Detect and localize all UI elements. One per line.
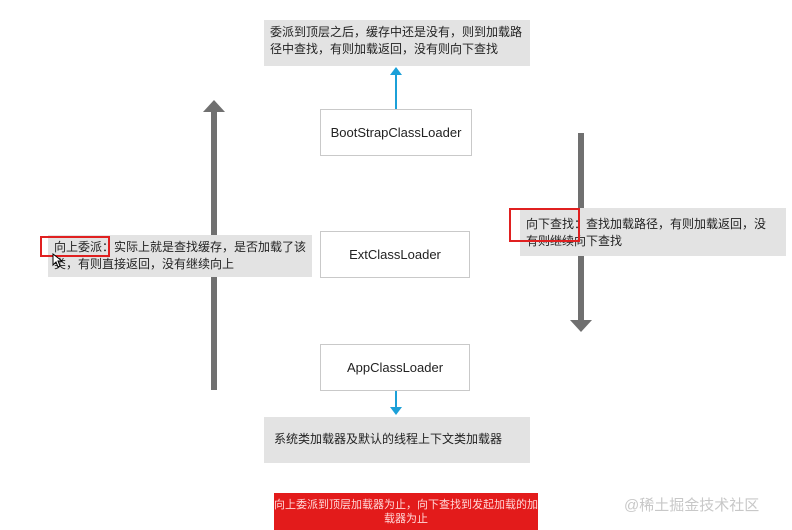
arrow-down-shaft <box>395 391 397 407</box>
bootstrap-classloader-box: BootStrapClassLoader <box>320 109 472 156</box>
summary-banner: 向上委派到顶层加载器为止，向下查找到发起加载的加载器为止 <box>274 493 538 530</box>
highlight-downward-search <box>509 208 580 242</box>
ext-classloader-box: ExtClassLoader <box>320 231 470 278</box>
app-classloader-label: AppClassLoader <box>346 360 444 375</box>
highlight-upward-delegation <box>40 236 110 257</box>
downward-search-arrowhead <box>570 320 592 332</box>
arrow-up-shaft <box>395 75 397 109</box>
arrow-down-to-bottom-note <box>390 407 402 415</box>
right-note-prefix: 向下查找： <box>526 217 587 231</box>
bottom-note: 系统类加载器及默认的线程上下文类加载器 <box>264 417 530 463</box>
left-note-text: 实际上就是查找缓存，是否加载了该类，有则直接返回，没有继续向上 <box>54 240 307 271</box>
app-classloader-box: AppClassLoader <box>320 344 470 391</box>
watermark: @稀土掘金技术社区 <box>624 497 760 514</box>
arrow-up-to-top-note <box>390 67 402 75</box>
top-note: 委派到顶层之后，缓存中还是没有，则到加载路径中查找，有则加载返回，没有则向下查找 <box>264 20 530 66</box>
bootstrap-classloader-label: BootStrapClassLoader <box>330 125 462 140</box>
left-note-prefix: 向上委派： <box>54 240 115 254</box>
upward-delegation-arrowhead <box>203 100 225 112</box>
ext-classloader-label: ExtClassLoader <box>349 247 441 262</box>
left-note: 向上委派：实际上就是查找缓存，是否加载了该类，有则直接返回，没有继续向上 <box>48 235 312 277</box>
right-note: 向下查找：查找加载路径，有则加载返回，没有则继续向下查找 <box>520 208 786 256</box>
mouse-cursor-icon <box>52 253 63 268</box>
